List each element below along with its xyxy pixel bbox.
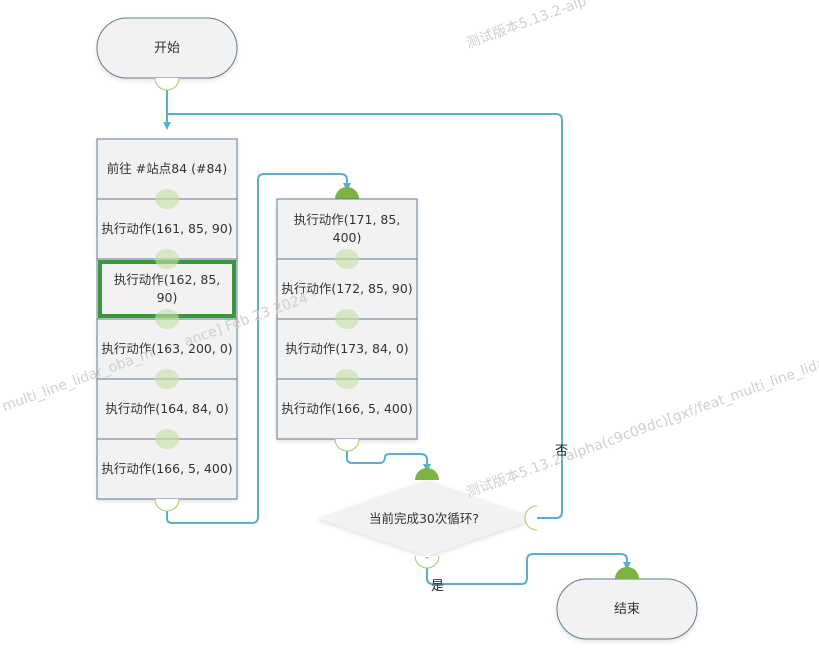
decision-node[interactable]: 当前完成30次循环?	[317, 480, 537, 556]
action-label-a5: 执行动作(164, 84, 0)	[105, 401, 228, 416]
joint-port	[155, 309, 179, 329]
decision-yes-port[interactable]	[414, 555, 440, 569]
action-label-a3-line2: 90)	[157, 290, 178, 305]
connectors	[163, 88, 631, 585]
action-label-a6: 执行动作(166, 5, 400)	[101, 461, 232, 476]
edge-a-to-b	[166, 173, 351, 524]
column-b-group: 执行动作(171, 85, 400) 执行动作(172, 85, 90) 执行动…	[276, 187, 418, 452]
decision-minus-marker: -	[425, 553, 428, 563]
edge-loop-back-no	[167, 113, 563, 519]
action-label-a3-line1: 执行动作(162, 85,	[114, 272, 221, 287]
joint-port	[155, 429, 179, 449]
action-label-b1-line1: 执行动作(171, 85,	[294, 212, 401, 227]
column-b-joint-ports	[335, 249, 359, 389]
end-in-port-cap	[615, 567, 639, 579]
action-label-b4: 执行动作(166, 5, 400)	[281, 401, 412, 416]
decision-label: 当前完成30次循环?	[369, 511, 479, 526]
joint-port	[335, 369, 359, 389]
action-label-b3: 执行动作(173, 84, 0)	[285, 341, 408, 356]
joint-port	[335, 309, 359, 329]
start-out-port[interactable]	[154, 77, 180, 91]
column-a-out-port[interactable]	[154, 498, 180, 512]
no-branch-label: 否	[555, 444, 568, 459]
action-label-b1-line2: 400)	[333, 230, 362, 245]
edge-decision-yes-to-end	[426, 553, 631, 585]
joint-port	[155, 369, 179, 389]
action-label-b2: 执行动作(172, 85, 90)	[281, 281, 412, 296]
joint-port	[335, 249, 359, 269]
edge-b-to-decision	[346, 440, 431, 472]
end-node[interactable]: 结束	[556, 578, 698, 640]
decision-no-port[interactable]	[524, 505, 538, 531]
start-node[interactable]: 开始	[96, 17, 238, 79]
yes-branch-label: 是	[431, 579, 444, 594]
column-a-joint-ports	[155, 189, 179, 449]
column-b-in-port[interactable]	[335, 187, 359, 199]
action-label-a4: 执行动作(163, 200, 0)	[101, 341, 232, 356]
start-label: 开始	[154, 41, 180, 56]
joint-port	[155, 249, 179, 269]
column-a-group: 前往 #站点84 (#84) 执行动作(161, 85, 90) 执行动作(16…	[96, 138, 238, 512]
joint-port	[155, 189, 179, 209]
end-label: 结束	[614, 602, 640, 617]
decision-in-port[interactable]	[415, 468, 439, 480]
action-label-a2: 执行动作(161, 85, 90)	[101, 221, 232, 236]
action-label-a1: 前往 #站点84 (#84)	[107, 161, 227, 176]
column-b-out-port[interactable]	[334, 438, 360, 452]
